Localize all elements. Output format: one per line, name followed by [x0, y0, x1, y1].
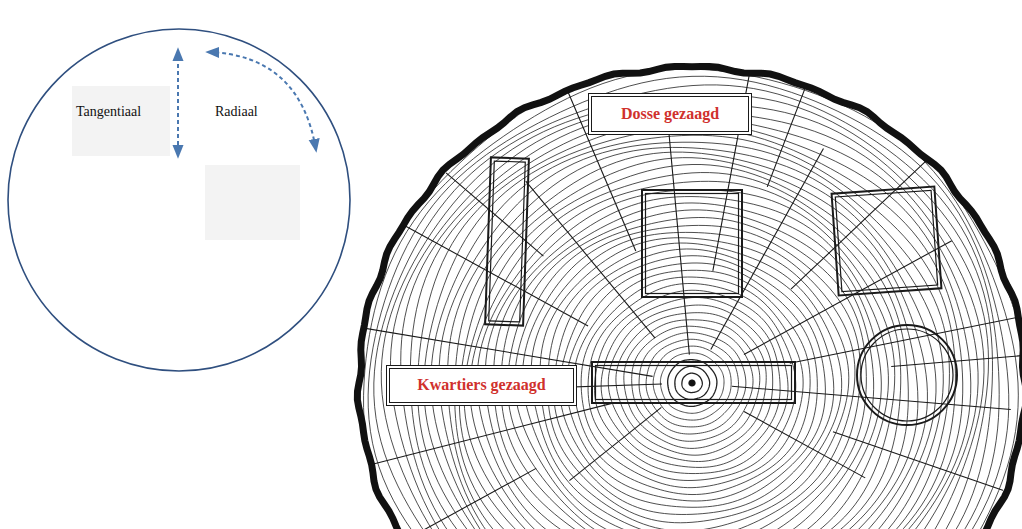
growth-ring	[601, 297, 780, 467]
growth-ring	[364, 69, 1019, 529]
growth-ring	[424, 128, 963, 529]
board-label: Dosse gezaagd	[621, 105, 719, 123]
growth-rings	[351, 58, 1022, 529]
radial-arrow	[208, 52, 316, 150]
ray-crack	[364, 403, 615, 467]
growth-ring	[455, 152, 936, 529]
direction-schematic	[8, 29, 350, 371]
ray-crack	[767, 80, 808, 187]
shade-patch	[72, 86, 170, 156]
growth-ring	[418, 122, 971, 529]
growth-ring	[632, 326, 753, 441]
ray-crack	[732, 386, 1011, 409]
growth-ring	[653, 346, 731, 420]
ray-crack	[569, 407, 661, 480]
board-box: Dosse gezaagd	[588, 93, 752, 135]
growth-ring	[689, 380, 695, 386]
board-label: Kwartiers gezaagd	[417, 376, 545, 394]
growth-ring	[531, 232, 855, 529]
growth-ring	[588, 284, 796, 481]
direction-label: Tangentiaal	[76, 104, 141, 121]
growth-ring	[459, 158, 927, 529]
ray-crack	[791, 155, 932, 289]
ray-crack	[833, 432, 1012, 494]
growth-ring	[351, 58, 1022, 529]
growth-ring	[358, 63, 1022, 529]
board-outline	[592, 362, 795, 403]
growth-ring	[439, 142, 949, 529]
growth-ring	[410, 116, 978, 529]
board-box: Kwartiers gezaagd	[386, 365, 577, 406]
pith	[689, 380, 695, 386]
growth-ring	[540, 238, 849, 529]
growth-ring	[574, 270, 810, 494]
shade-patch	[205, 165, 300, 240]
board-outline	[485, 157, 529, 325]
log-section	[351, 58, 1022, 529]
round-cut	[857, 325, 957, 425]
growth-ring	[616, 313, 766, 456]
growth-ring	[494, 197, 889, 529]
growth-ring	[608, 305, 772, 461]
growth-ring	[639, 333, 746, 434]
bark	[357, 66, 1022, 529]
ray-crack	[398, 468, 537, 529]
direction-label: Radiaal	[215, 104, 258, 121]
growth-ring	[675, 366, 710, 399]
ray-crack	[711, 148, 824, 349]
ray-crack	[744, 411, 865, 477]
board-outline	[832, 187, 942, 296]
board-outline	[642, 190, 742, 297]
ray-crack	[398, 222, 589, 326]
growth-ring	[477, 181, 901, 529]
growth-ring	[581, 277, 803, 488]
growth-ring	[448, 147, 944, 529]
ray-crack	[744, 241, 952, 355]
growth-ring	[548, 243, 842, 523]
growth-ring	[431, 135, 955, 529]
trunk-circle	[8, 29, 350, 371]
growth-ring	[595, 290, 789, 473]
ray-crack	[790, 316, 1022, 363]
growth-ring	[567, 263, 818, 501]
ray-crack	[666, 99, 690, 354]
growth-ring	[682, 373, 702, 392]
tangential-arrow	[177, 50, 179, 156]
ray-crack	[526, 181, 655, 338]
growth-ring	[646, 339, 738, 427]
growth-ring	[464, 165, 918, 529]
